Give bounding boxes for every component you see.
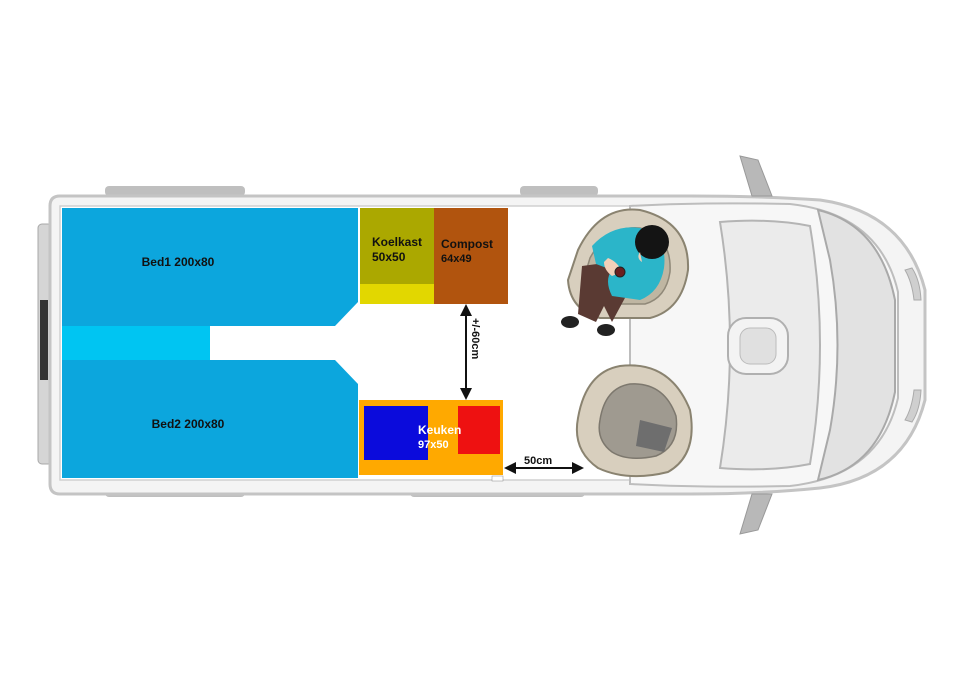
compost-label: Compost (441, 237, 493, 251)
windshield (816, 208, 896, 482)
kitchen-label: Keuken (418, 423, 461, 437)
mirror-bottom (739, 493, 773, 535)
person-shoe-left (561, 316, 579, 328)
person-ear (638, 252, 642, 262)
seated-person (561, 225, 669, 336)
top-rail-left (105, 186, 245, 196)
fridge-label: Koelkast (372, 235, 422, 249)
headlight-bottom (904, 389, 922, 423)
gear-panel (739, 327, 777, 365)
fridge-zone (360, 208, 434, 284)
top-rail-right (520, 186, 598, 196)
fridge-size: 50x50 (372, 250, 406, 264)
passenger-seat (576, 364, 693, 478)
kitchen-unit: Keuken 97x50 (359, 400, 504, 482)
kitchen-tag (491, 475, 504, 482)
person-shoe-right (597, 324, 615, 336)
seat-bottom-cushion (636, 420, 672, 452)
person-head (635, 225, 669, 259)
bed1-label: Bed1 200x80 (142, 255, 215, 269)
dimension-aisle: +/-60cm (460, 304, 481, 400)
cup-icon (614, 266, 626, 278)
bed-area: Bed1 200x80 Bed2 200x80 (62, 208, 358, 478)
compost-size: 64x49 (441, 253, 472, 265)
dimension-front-gap: 50cm (504, 455, 584, 474)
headlight-top (904, 267, 922, 301)
burner-right (458, 406, 500, 454)
gap-arrow-right (572, 462, 584, 474)
compost-unit: Compost 64x49 (434, 208, 508, 304)
fridge-unit: Koelkast 50x50 (360, 208, 434, 304)
burner-left (364, 406, 428, 460)
aisle-width-label: +/-60cm (469, 318, 481, 359)
bed2-label: Bed2 200x80 (152, 417, 225, 431)
aisle-arrow-down (460, 388, 472, 400)
kitchen-size: 97x50 (418, 439, 449, 451)
mirror-top (739, 155, 773, 197)
bed1-zone (62, 208, 358, 326)
rear-light (40, 300, 48, 380)
bed2-zone (62, 360, 358, 478)
gap-arrow-left (504, 462, 516, 474)
bed-extension-zone (62, 326, 210, 360)
fridge-accent (360, 284, 434, 304)
front-gap-label: 50cm (524, 455, 552, 467)
aisle-arrow-up (460, 304, 472, 316)
compost-zone (434, 208, 508, 304)
